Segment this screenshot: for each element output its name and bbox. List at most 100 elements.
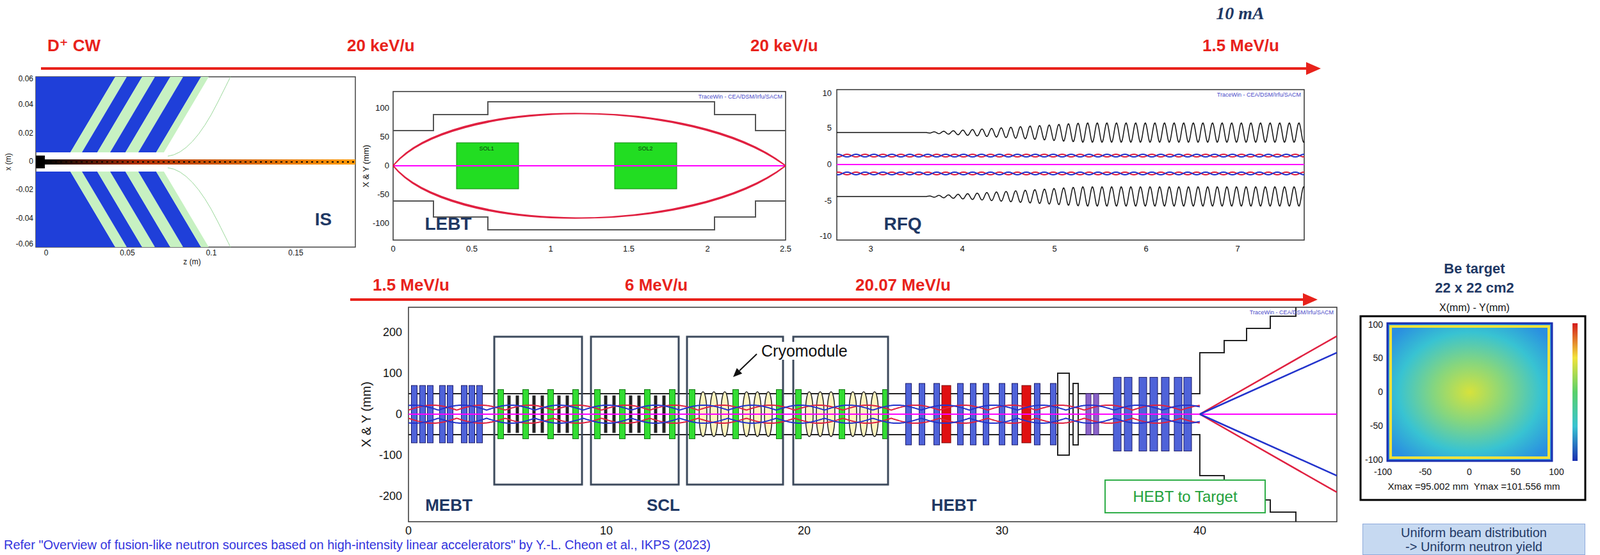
target-label: Be target <box>1443 260 1505 277</box>
watermark: TraceWin - CEA/DSM/Irfu/SACM <box>698 93 783 100</box>
plot-note: Xmax =95.002 mm Ymax =101.556 mm <box>1387 480 1560 492</box>
reference-note: Refer "Overview of fusion-like neutron s… <box>3 537 711 553</box>
section-label: LEBT <box>424 213 472 235</box>
field-band <box>156 171 209 248</box>
beam-envelope <box>836 172 1305 175</box>
color-bar <box>1572 323 1578 461</box>
tick-label: -50 <box>1370 420 1383 431</box>
beam-distribution-edge <box>1390 326 1549 458</box>
beam <box>44 159 356 165</box>
tick-label: 0.05 <box>119 249 135 259</box>
tick-label: 0.5 <box>466 244 478 255</box>
tick-label: 0 <box>395 407 403 422</box>
tick-label: 0.06 <box>18 74 34 84</box>
field-band <box>156 76 209 153</box>
tick-label: -200 <box>379 489 403 504</box>
plot-frame <box>408 307 1337 522</box>
energy-label: 6 MeV/u <box>624 275 688 296</box>
tick-label: 0 <box>390 244 396 255</box>
rfq-vane <box>836 186 1305 207</box>
tick-label: 200 <box>382 325 403 340</box>
tick-label: 100 <box>1548 466 1564 477</box>
beam-envelope <box>408 405 1200 424</box>
section-label: IS <box>315 209 332 230</box>
tick-label: 0 <box>28 157 34 167</box>
tick-label: -10 <box>819 231 832 242</box>
box-text: HEBT to Target <box>1132 487 1237 506</box>
tick-label: 0 <box>1466 466 1472 477</box>
element-label: SOL2 <box>637 145 653 152</box>
tick-label: 7 <box>1235 244 1240 255</box>
tick-label: 40 <box>1193 524 1207 538</box>
watermark: TraceWin - CEA/DSM/Irfu/SACM <box>1249 309 1334 316</box>
leader-line <box>739 354 757 371</box>
tick-label: 30 <box>995 524 1009 538</box>
watermark: TraceWin - CEA/DSM/Irfu/SACM <box>1217 91 1302 98</box>
beam-envelope <box>836 154 1305 157</box>
tick-label: 5 <box>1051 244 1057 255</box>
callout-label: Cryomodule <box>759 341 850 361</box>
tick-label: 10 <box>822 88 832 99</box>
result-box: Uniform beam distribution -> Uniform neu… <box>1362 523 1586 555</box>
tick-label: 20 <box>797 524 811 538</box>
tick-label: 50 <box>1372 352 1383 364</box>
tick-label: 100 <box>1368 319 1383 330</box>
section-label: RFQ <box>883 213 922 235</box>
energy-arrow <box>40 62 1321 75</box>
beam-axis <box>836 163 1305 166</box>
target-box: HEBT to Target <box>1104 479 1266 514</box>
lebt-plot <box>393 91 786 241</box>
arrow-line <box>350 298 1303 301</box>
box-text: Uniform beam distribution -> Uniform neu… <box>1397 525 1551 554</box>
plot-frame <box>836 89 1305 241</box>
energy-label: 1.5 MeV/u <box>372 275 450 296</box>
plot-frame <box>35 76 356 248</box>
tick-label: -100 <box>372 218 390 229</box>
tick-label: 0 <box>827 160 832 170</box>
plasma-electrode <box>35 155 45 169</box>
beam-envelope <box>836 154 1305 157</box>
tick-label: 3 <box>868 244 873 255</box>
tick-label: 1.5 <box>622 244 635 255</box>
tick-label: 2.5 <box>779 244 792 255</box>
section-label: MEBT <box>425 496 473 516</box>
cryomodule-box <box>590 336 679 485</box>
aperture <box>393 101 786 131</box>
linac-lattice <box>408 307 1337 522</box>
tick-label: 4 <box>959 244 965 255</box>
aperture <box>408 307 1337 394</box>
arrow-head <box>1302 293 1318 307</box>
tick-label: 5 <box>827 123 832 134</box>
rfq-vane <box>836 122 1305 143</box>
beam-expansion <box>1199 336 1337 493</box>
tick-label: 0.1 <box>206 249 218 259</box>
beam-particles <box>44 161 356 163</box>
tick-label: 0 <box>1377 386 1383 397</box>
energy-label: 20 keV/u <box>347 36 415 56</box>
tick-label: -0.06 <box>16 240 34 250</box>
axis-title: x (m) <box>4 153 14 171</box>
tick-label: -100 <box>379 448 403 463</box>
cryomodule-box <box>494 336 582 485</box>
aperture <box>408 434 1337 522</box>
tick-label: 0.04 <box>18 100 34 110</box>
tick-label: 0 <box>405 524 412 538</box>
energy-label: 1.5 MeV/u <box>1202 36 1280 56</box>
axis-title: X & Y (mm) <box>358 381 374 448</box>
tick-label: 2 <box>704 244 710 255</box>
beam-envelope <box>408 405 1200 424</box>
beam-axis <box>393 165 786 167</box>
plot-frame <box>1360 316 1586 501</box>
tick-label: 1 <box>548 244 553 255</box>
tick-label: 6 <box>1143 244 1148 255</box>
target-label: 22 x 22 cm2 <box>1434 279 1515 296</box>
beam-expansion <box>1199 352 1337 476</box>
tick-label: 100 <box>382 366 403 381</box>
energy-arrow <box>350 293 1318 307</box>
ion-source-plot <box>35 68 356 257</box>
axis-title: z (m) <box>183 258 201 267</box>
axis-title: X & Y (mm) <box>361 144 372 188</box>
beam-envelope <box>393 113 786 219</box>
tick-label: 50 <box>1510 466 1521 477</box>
tick-label: 0 <box>384 161 390 171</box>
